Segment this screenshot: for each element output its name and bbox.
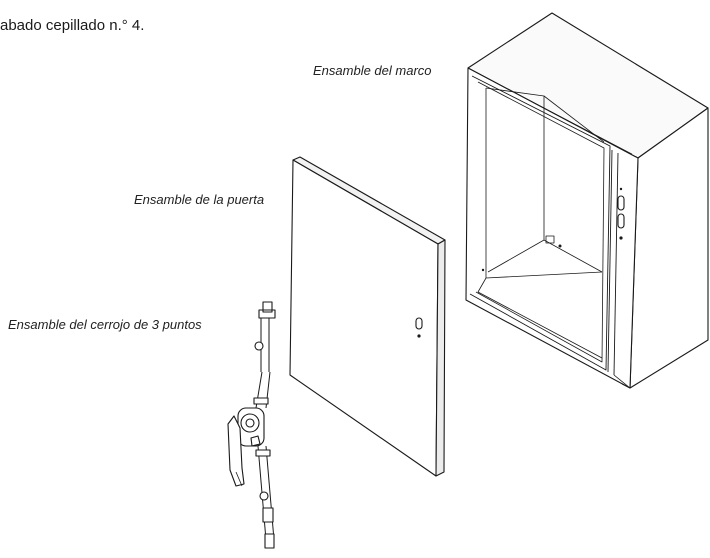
frame-assembly	[465, 12, 709, 389]
latch-handle	[227, 415, 245, 487]
door-assembly	[289, 156, 446, 477]
frame-slot-upper	[617, 195, 625, 211]
intro-text: abado cepillado n.° 4.	[0, 17, 145, 34]
door-side-edge	[435, 239, 446, 477]
latch-assembly	[227, 301, 276, 549]
door-handle-cutout	[415, 317, 423, 330]
latch-assembly-label: Ensamble del cerrojo de 3 puntos	[8, 317, 202, 332]
frame-assembly-label: Ensamble del marco	[313, 63, 432, 78]
frame-slot-lower	[617, 213, 625, 229]
door-assembly-label: Ensamble de la puerta	[134, 192, 265, 207]
door-front-panel	[289, 159, 439, 477]
